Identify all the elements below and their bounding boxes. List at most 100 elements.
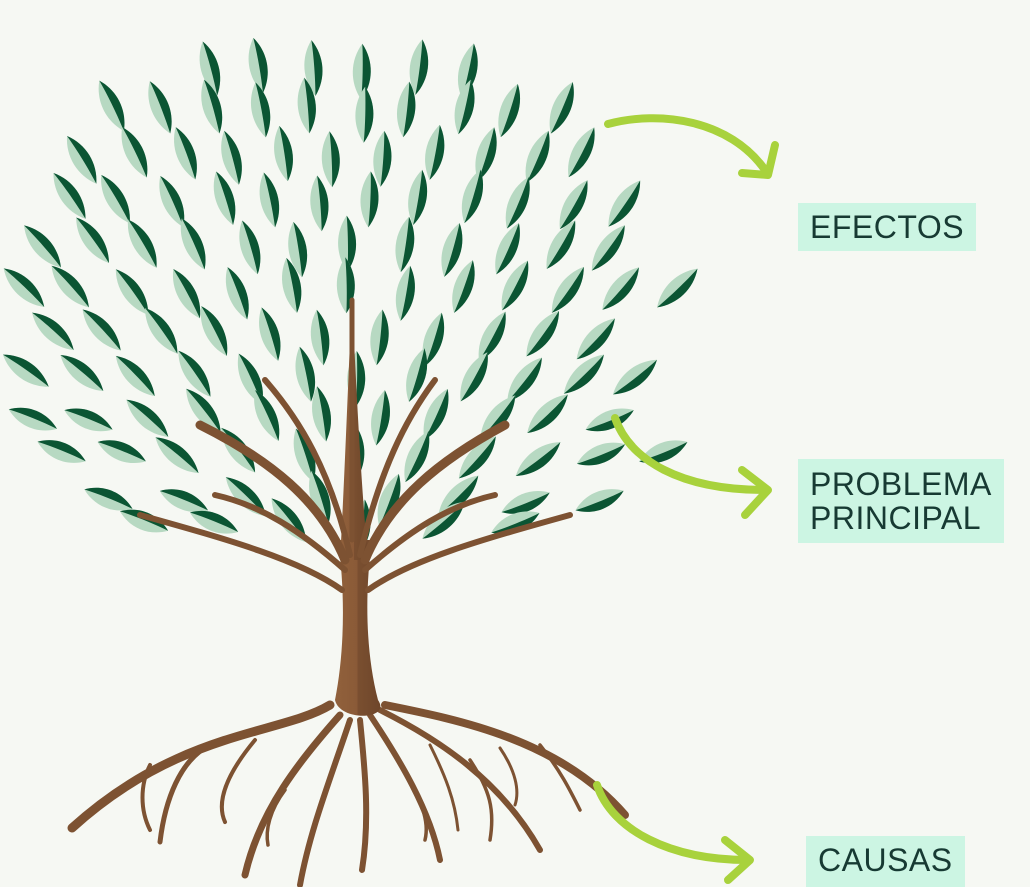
leaf [259,307,281,361]
leaf [24,225,61,268]
leaf [608,180,641,227]
leaf [199,41,221,96]
leaf [51,265,89,308]
leaf [310,309,330,366]
leaf [501,491,550,514]
curved-arrow-icon [593,781,754,884]
leaf [67,135,97,184]
leaf [495,223,520,275]
leaf [159,489,209,512]
leaf [101,175,130,224]
leaf [612,359,657,395]
leaf [221,130,242,185]
leaf [441,222,463,277]
leaf [585,408,634,432]
leaf [408,169,428,226]
leaf [76,217,109,263]
leaf [406,348,428,402]
leaf [409,39,429,95]
leaf [370,309,389,366]
leaf [127,219,157,268]
leaf [505,176,530,229]
leaf [189,510,239,534]
leaf [576,442,626,466]
leaf [121,127,148,178]
leaf [454,79,475,135]
leaf [145,308,178,354]
leaf [115,355,155,397]
leaf [397,81,416,138]
leaf [423,388,449,440]
leaf [491,511,540,535]
leaf [309,470,331,525]
leaf [119,509,169,533]
leaf [568,127,595,178]
leaf [501,260,529,311]
leaf [507,357,542,402]
leaf [355,86,374,143]
leaf [32,312,74,351]
leaf [2,354,49,387]
leaf [53,172,86,219]
leaf [515,442,561,476]
leaf [458,43,478,99]
tree-trunk-and-roots [67,297,629,887]
leaf [422,312,445,367]
leaf [395,265,415,321]
leaf [452,260,475,313]
leaf [239,220,261,275]
leaf [201,79,223,134]
leaf [559,180,588,230]
leaf [64,408,113,432]
causes-label-text: CAUSAS [818,842,953,878]
leaf [480,395,516,440]
leaf [259,172,280,228]
curved-arrow-icon [611,414,772,519]
leaf [498,83,521,138]
leaf [404,431,430,483]
leaf [546,220,576,269]
leaf [174,127,197,180]
leaf [148,81,172,134]
leaf [304,40,323,96]
leaf [352,43,371,100]
leaf [602,267,639,310]
leaf [288,221,308,278]
leaf [82,309,121,351]
leaf [248,37,268,94]
leaf [200,306,228,357]
leaf [425,124,445,180]
effects-label-text: EFECTOS [810,209,965,245]
leaf [172,269,201,319]
leaf [98,80,125,131]
leaf [178,350,211,397]
main-problem-label-line2: PRINCIPAL [810,500,982,536]
leaf [321,131,340,188]
leaf [254,390,280,441]
leaf [525,130,550,183]
leaf [549,82,574,134]
leaf [563,354,604,394]
leaf [84,487,133,511]
leaf [225,267,249,320]
leaf [250,82,271,138]
leaf [97,440,146,463]
leaf [639,440,688,464]
leaf [475,127,497,181]
main-problem-label: PROBLEMA PRINCIPAL [798,459,1004,543]
leaf [575,489,624,512]
leaf [460,352,488,402]
leaf [8,407,57,431]
leaf [180,218,206,270]
leaf [297,77,316,134]
leaf [551,266,584,313]
leaf [295,346,316,402]
leaf [657,268,698,308]
leaf [282,257,302,313]
leaf [576,318,615,360]
leaf [371,390,390,446]
leaf [37,440,86,463]
leaf [377,473,401,527]
effects-label: EFECTOS [798,203,977,251]
leaf [213,171,236,225]
